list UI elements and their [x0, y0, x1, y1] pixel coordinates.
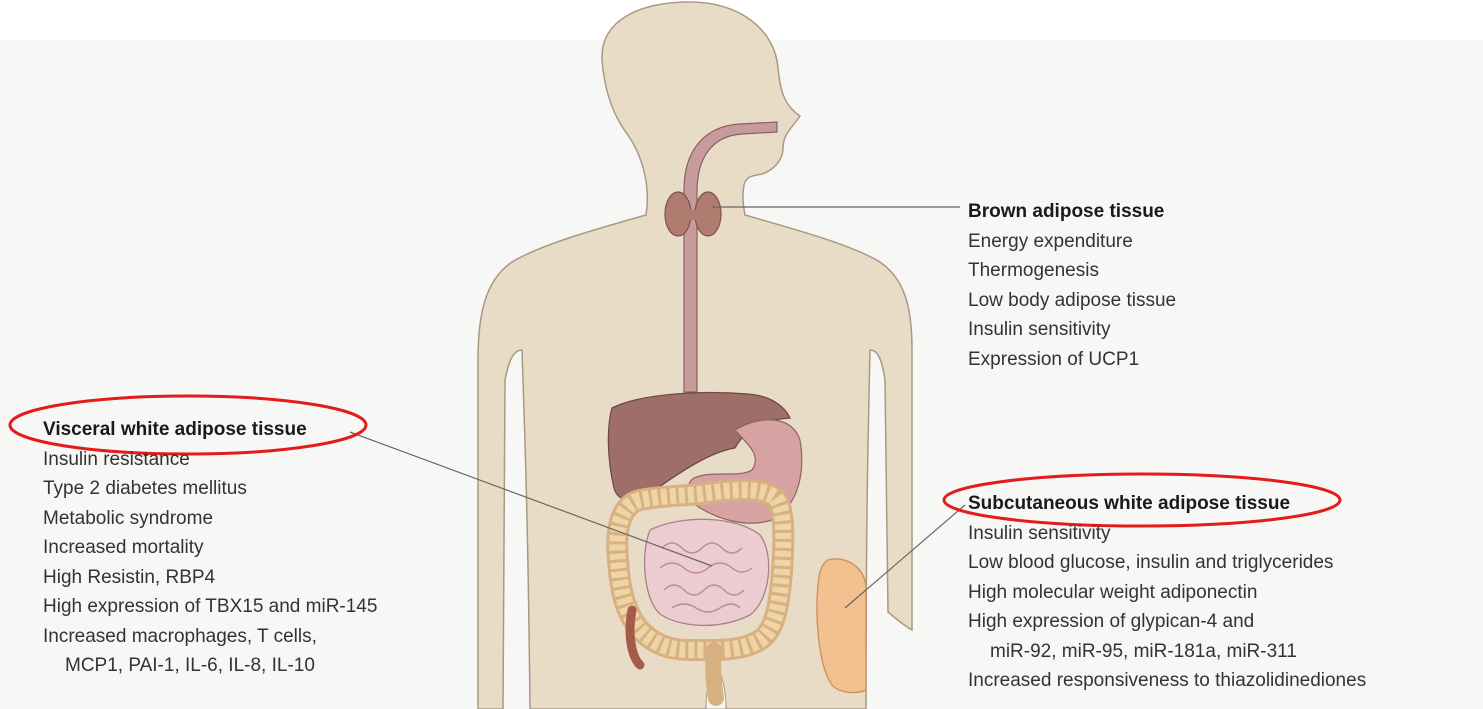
subcutaneous-item-1: Insulin sensitivity: [968, 519, 1366, 549]
visceral-item-4: Increased mortality: [43, 533, 377, 563]
visceral-item-1: Insulin resistance: [43, 445, 377, 475]
brown-item-5: Expression of UCP1: [968, 345, 1176, 375]
brown-item-2: Thermogenesis: [968, 256, 1176, 286]
subcutaneous-adipose-title: Subcutaneous white adipose tissue: [968, 489, 1366, 519]
subcutaneous-item-6: Increased responsiveness to thiazolidine…: [968, 666, 1366, 696]
subcutaneous-item-2: Low blood glucose, insulin and triglycer…: [968, 548, 1366, 578]
visceral-item-8: MCP1, PAI-1, IL-6, IL-8, IL-10: [43, 651, 377, 681]
brown-adipose-panel: Brown adipose tissue Energy expenditure …: [968, 197, 1176, 374]
visceral-adipose-title: Visceral white adipose tissue: [43, 415, 377, 445]
visceral-item-5: High Resistin, RBP4: [43, 563, 377, 593]
brown-item-4: Insulin sensitivity: [968, 315, 1176, 345]
small-intestine: [645, 519, 769, 625]
subcutaneous-item-4: High expression of glypican-4 and: [968, 607, 1366, 637]
visceral-item-2: Type 2 diabetes mellitus: [43, 474, 377, 504]
rectum: [713, 650, 716, 698]
visceral-adipose-panel: Visceral white adipose tissue Insulin re…: [43, 415, 377, 681]
brown-adipose-title: Brown adipose tissue: [968, 197, 1176, 227]
subcutaneous-item-5: miR-92, miR-95, miR-181a, miR-311: [968, 637, 1366, 667]
subcutaneous-adipose-panel: Subcutaneous white adipose tissue Insuli…: [968, 489, 1366, 696]
visceral-item-7: Increased macrophages, T cells,: [43, 622, 377, 652]
visceral-item-3: Metabolic syndrome: [43, 504, 377, 534]
brown-item-1: Energy expenditure: [968, 227, 1176, 257]
visceral-item-6: High expression of TBX15 and miR-145: [43, 592, 377, 622]
subcutaneous-item-3: High molecular weight adiponectin: [968, 578, 1366, 608]
brown-item-3: Low body adipose tissue: [968, 286, 1176, 316]
